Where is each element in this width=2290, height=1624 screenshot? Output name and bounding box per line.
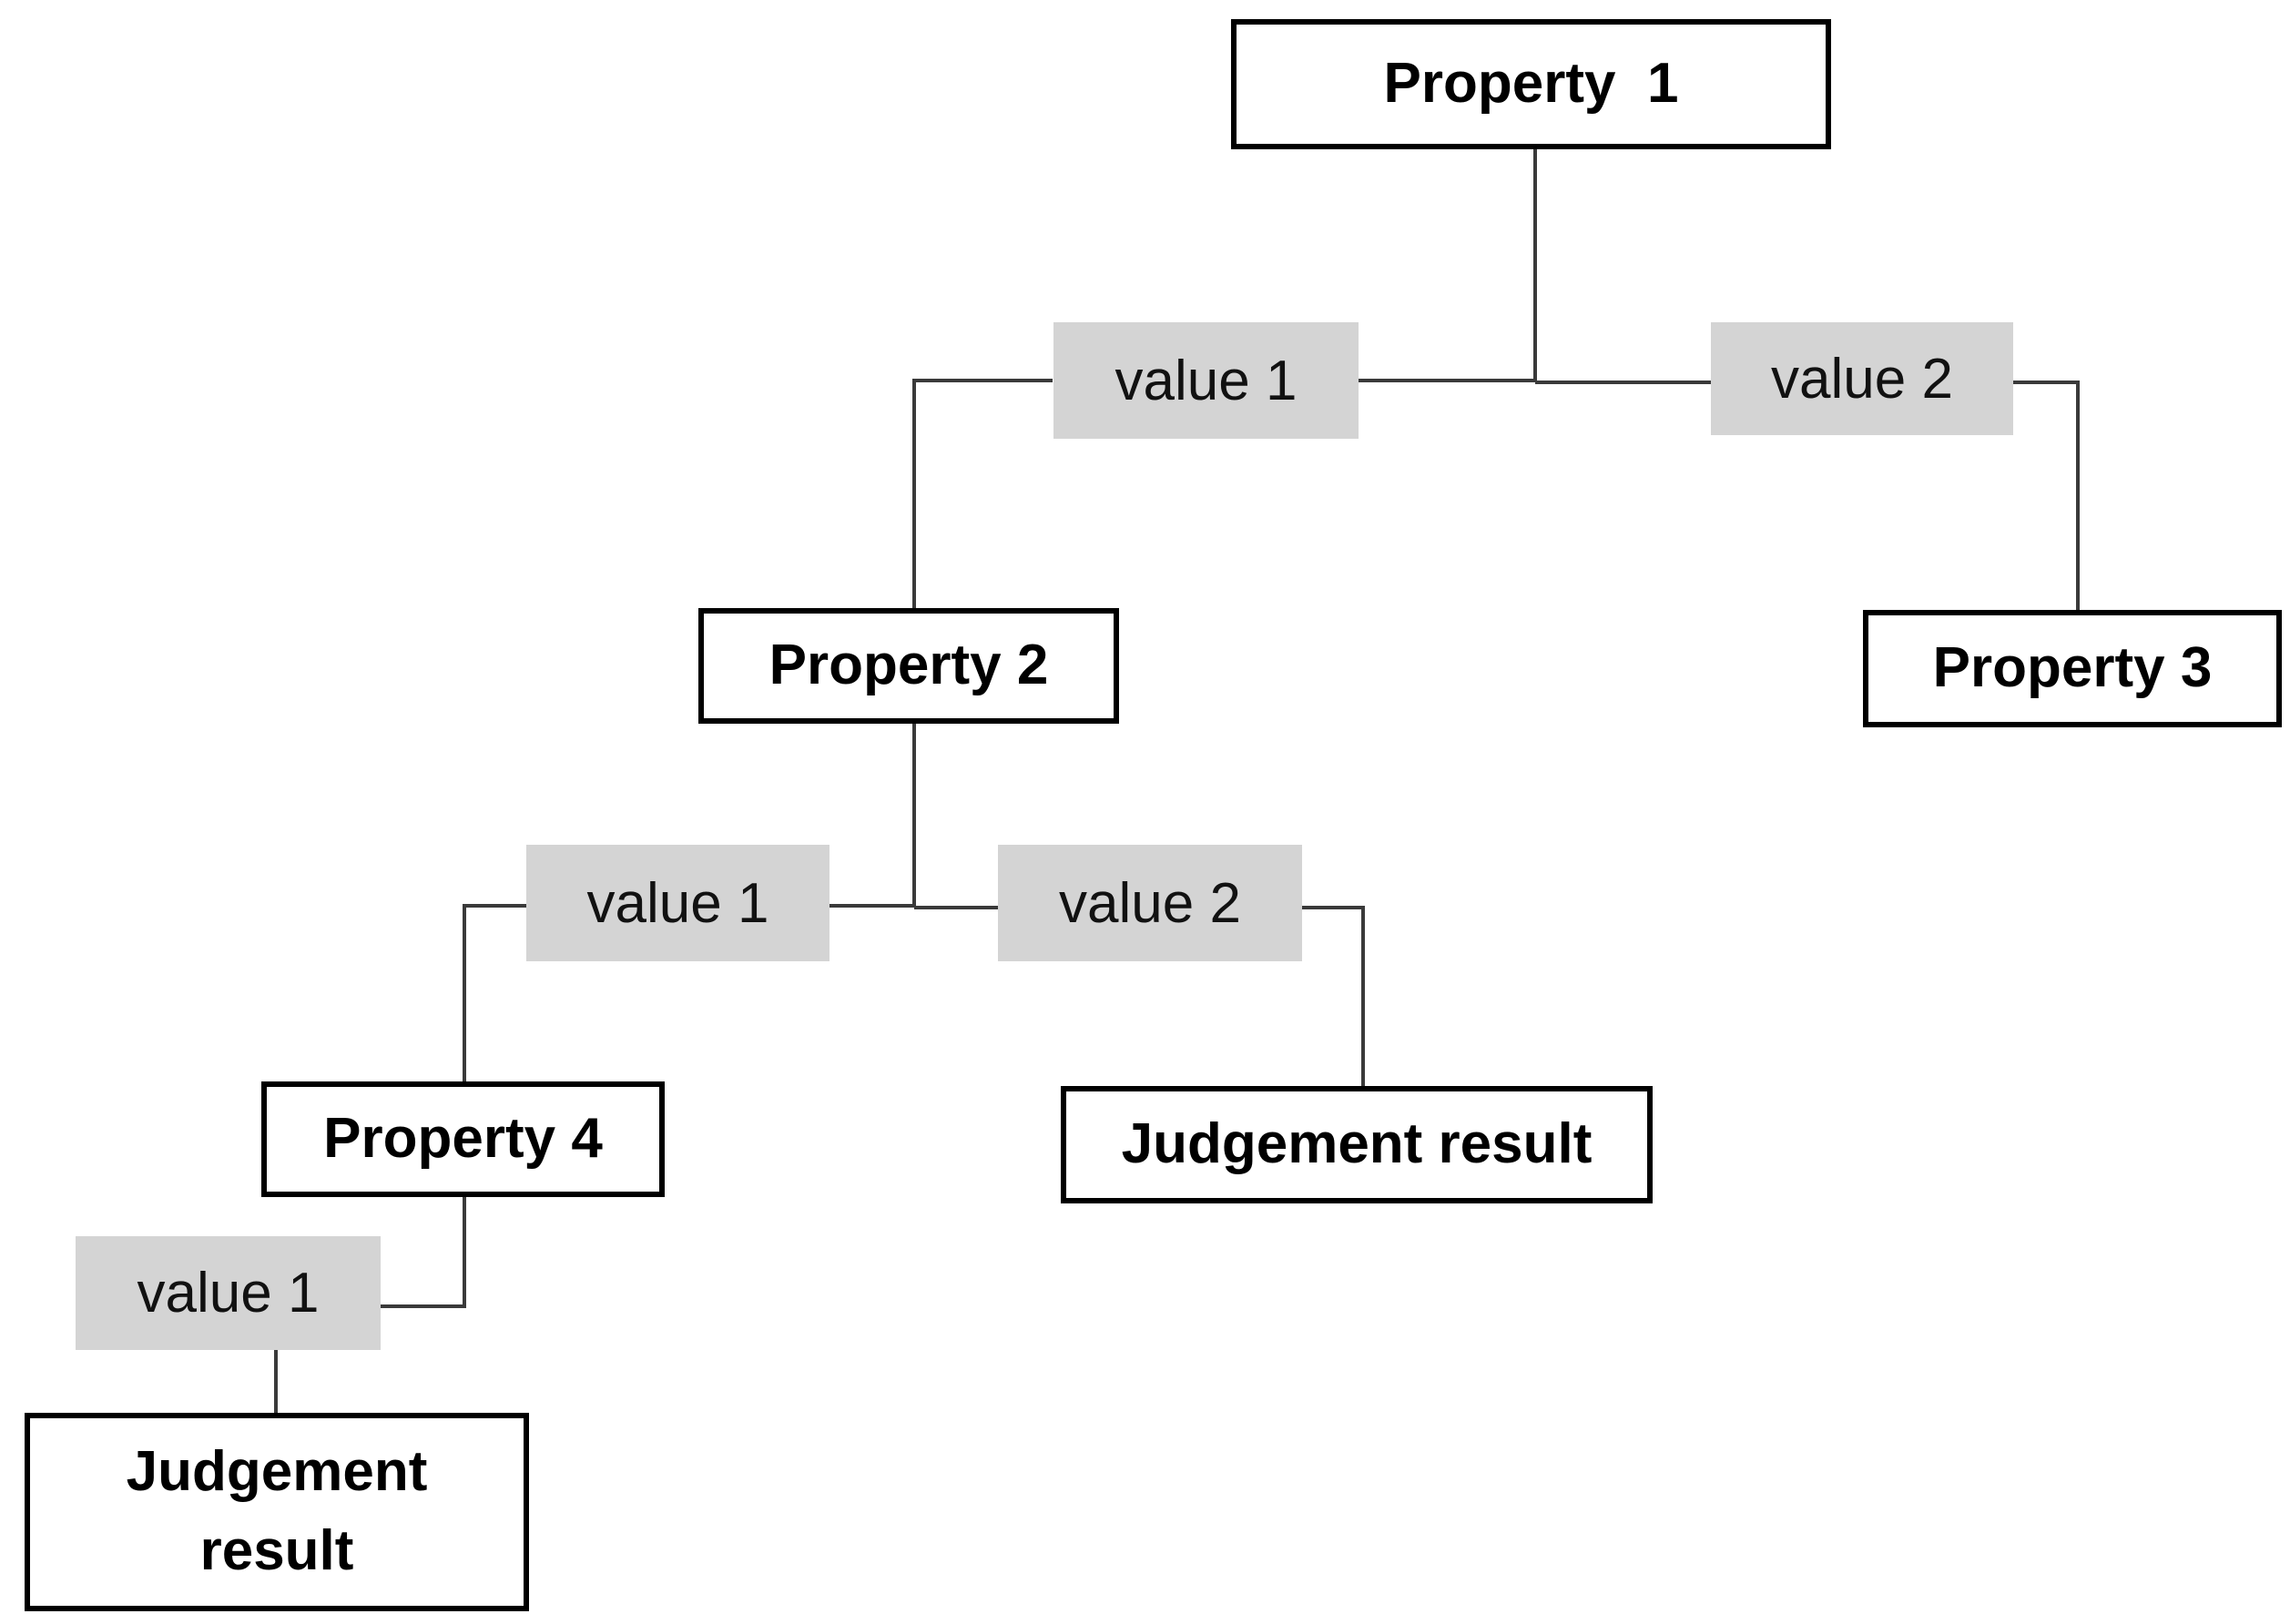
- node-property-1: Property 1: [1231, 19, 1831, 149]
- connector-value1-to-p4: [463, 904, 526, 1081]
- edge-label-p2-value-1: value 1: [526, 845, 829, 961]
- node-judgement-result-bottom: Judgement result: [25, 1413, 529, 1611]
- node-property-2: Property 2: [698, 608, 1119, 724]
- connector-value1-to-p2: [912, 379, 1053, 608]
- connector-p4-stem: [381, 1197, 466, 1308]
- connector-value2-to-result: [1302, 906, 1365, 1086]
- edge-label-p4-value-1: value 1: [76, 1236, 381, 1350]
- edge-label-p2-value-2: value 2: [998, 845, 1302, 961]
- node-judgement-result-mid: Judgement result: [1061, 1086, 1653, 1203]
- edge-label-p1-value-1: value 1: [1053, 322, 1359, 439]
- node-property-4: Property 4: [261, 1081, 665, 1197]
- edge-label-p1-value-2: value 2: [1711, 322, 2013, 435]
- node-property-3: Property 3: [1863, 610, 2282, 727]
- connector-value2-to-p3: [2013, 381, 2080, 610]
